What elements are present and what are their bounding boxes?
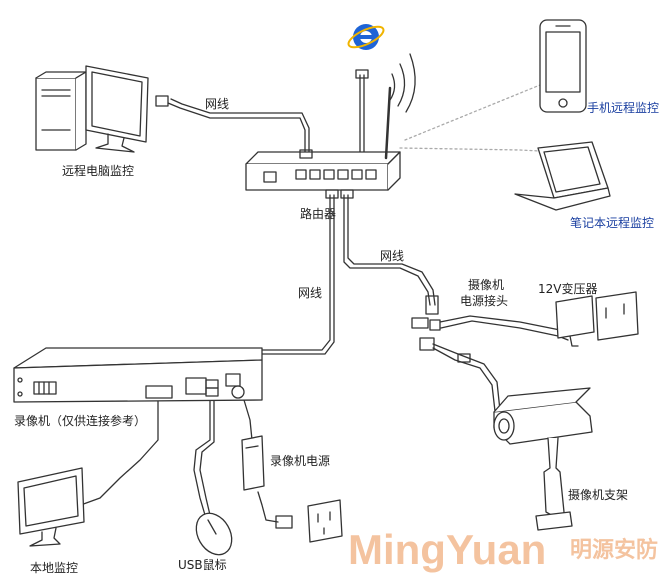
label-remote-pc: 远程电脑监控 xyxy=(62,164,135,178)
watermark-latin: MingYuan xyxy=(348,526,547,573)
desktop-pc-icon xyxy=(35,65,169,153)
transformer-icon xyxy=(555,295,595,347)
laptop-icon xyxy=(514,141,611,211)
monitor-icon xyxy=(17,467,85,547)
label-camera-power-connector-1: 摄像机 xyxy=(468,278,505,292)
watermark-chinese: 明源安防 xyxy=(570,538,659,563)
bullet-camera-icon xyxy=(493,387,593,531)
wifi-signal-icon xyxy=(389,53,416,113)
label-dvr-power: 录像机电源 xyxy=(270,454,331,468)
smartphone-icon xyxy=(539,19,587,113)
camera-connectors xyxy=(411,295,471,363)
label-camera-bracket: 摄像机支架 xyxy=(568,488,629,502)
label-camera-power-connector-2: 电源接头 xyxy=(460,294,509,308)
label-router: 路由器 xyxy=(300,207,337,221)
label-dvr: 录像机（仅供连接参考） xyxy=(14,414,147,428)
label-laptop-remote: 笔记本远程监控 xyxy=(570,216,655,230)
power-outlet-icon xyxy=(307,291,639,543)
label-network-cable-left: 网线 xyxy=(298,286,323,300)
label-usb-mouse: USB鼠标 xyxy=(178,558,227,572)
label-network-cable-top: 网线 xyxy=(205,97,230,111)
dvr-icon xyxy=(13,347,263,403)
power-adapter-icon xyxy=(241,435,293,529)
ie-browser-icon xyxy=(347,24,385,50)
label-local-monitor: 本地监控 xyxy=(30,561,79,575)
router-icon xyxy=(245,69,401,199)
label-mobile-remote: 手机远程监控 xyxy=(587,101,660,115)
label-transformer: 12V变压器 xyxy=(538,282,598,296)
label-network-cable-right: 网线 xyxy=(380,249,405,263)
mouse-icon xyxy=(195,512,233,556)
